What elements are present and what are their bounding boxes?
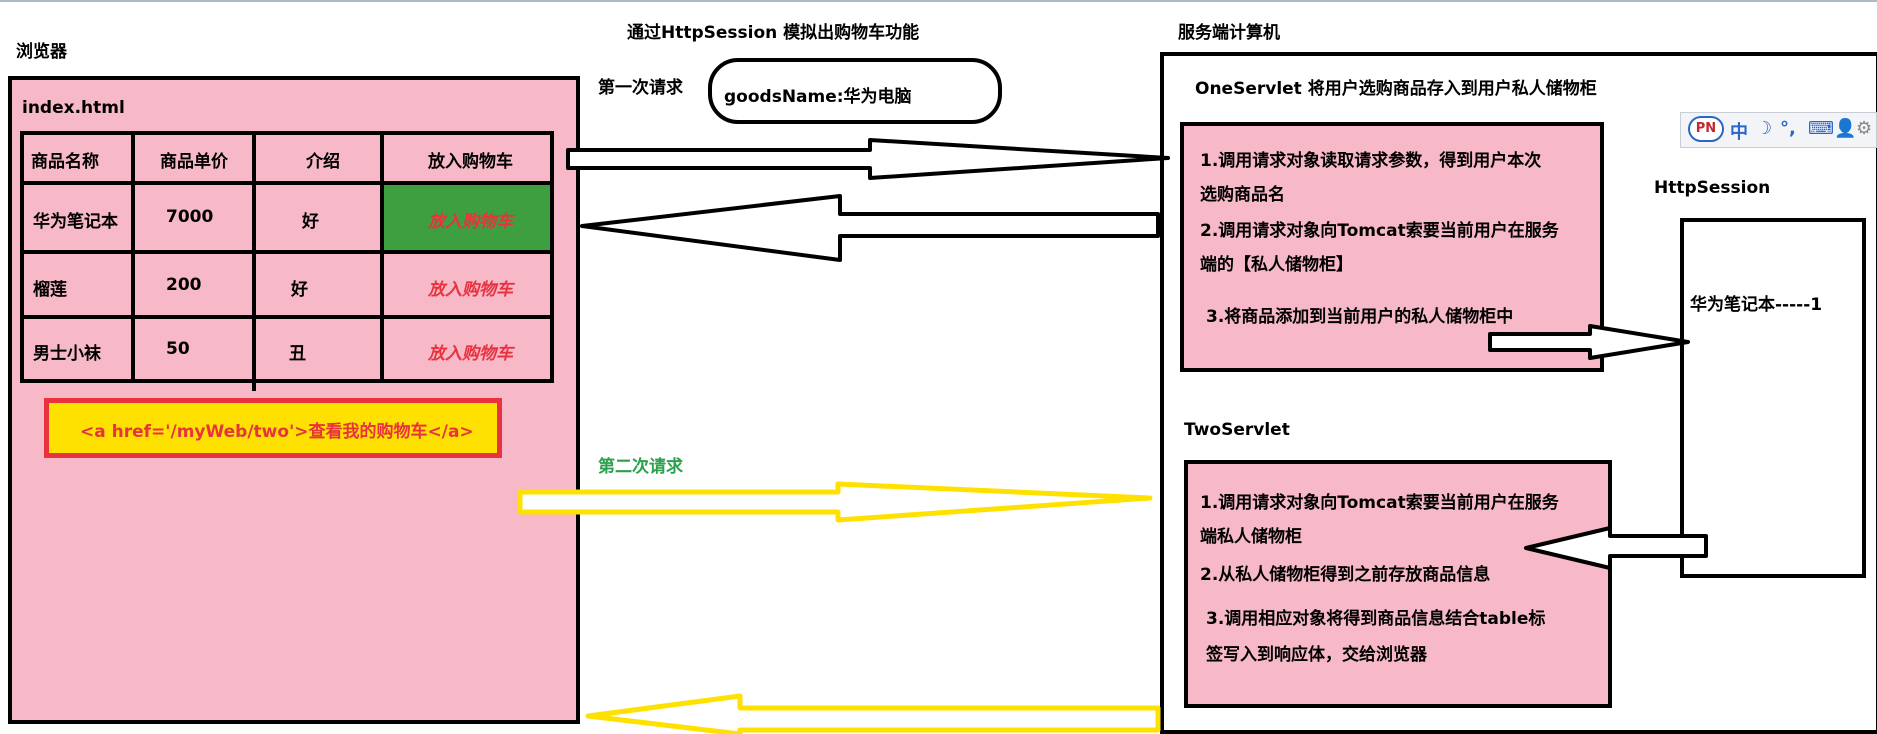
cell-price: 50 — [166, 339, 190, 359]
two-servlet-box — [1184, 460, 1612, 708]
one-servlet-box — [1180, 122, 1604, 372]
diagram-title: 通过HttpSession 模拟出购物车功能 — [627, 23, 920, 43]
add-to-cart-link[interactable]: 放入购物车 — [428, 212, 513, 232]
table-rule — [131, 131, 135, 383]
cell-intro: 好 — [302, 212, 319, 232]
product-table — [20, 131, 554, 383]
col-header-intro: 介绍 — [306, 152, 340, 172]
cell-price: 200 — [166, 275, 202, 295]
page-filename: index.html — [22, 98, 125, 118]
two-servlet-line: 1.调用请求对象向Tomcat索要当前用户在服务 — [1200, 493, 1559, 513]
table-rule — [20, 250, 554, 254]
session-box — [1680, 218, 1866, 578]
request-param-bubble — [708, 58, 1002, 124]
cell-product-name: 榴莲 — [33, 280, 67, 300]
arrow-fetch-session — [1524, 526, 1708, 570]
one-servlet-line: 2.调用请求对象向Tomcat索要当前用户在服务 — [1200, 221, 1559, 241]
table-rule — [252, 131, 256, 391]
one-servlet-line: 端的【私人储物柜】 — [1200, 255, 1353, 275]
ime-settings-icon[interactable]: ⚙ — [1856, 118, 1873, 139]
arrow-response-one — [580, 194, 1160, 262]
session-title: HttpSession — [1654, 178, 1771, 198]
two-servlet-line: 2.从私人储物柜得到之前存放商品信息 — [1200, 565, 1491, 585]
browser-label: 浏览器 — [16, 42, 67, 62]
view-cart-link-box[interactable] — [44, 398, 502, 458]
cell-product-name: 华为笔记本 — [33, 212, 118, 232]
ime-chinese-icon[interactable]: 中 — [1730, 122, 1748, 143]
col-header-cart: 放入购物车 — [428, 152, 513, 172]
arrow-request-two — [517, 481, 1153, 523]
cell-intro: 丑 — [289, 344, 306, 364]
add-to-cart-link[interactable]: 放入购物车 — [428, 280, 513, 300]
add-to-cart-link[interactable]: 放入购物车 — [428, 344, 513, 364]
two-servlet-line: 3.调用相应对象将得到商品信息结合table标 — [1206, 609, 1546, 629]
two-servlet-line: 签写入到响应体，交给浏览器 — [1206, 645, 1427, 665]
ime-moon-icon[interactable]: ☽ — [1756, 118, 1773, 139]
session-item: 华为笔记本-----1 — [1690, 295, 1823, 315]
col-header-price: 商品单价 — [160, 152, 228, 172]
ime-punctuation-icon[interactable]: °, — [1780, 118, 1796, 139]
cell-product-name: 男士小袜 — [33, 344, 101, 364]
table-rule — [20, 315, 554, 319]
one-servlet-line: 选购商品名 — [1200, 185, 1285, 205]
view-cart-link[interactable]: <a href='/myWeb/two'>查看我的购物车</a> — [80, 422, 474, 442]
cart-cell-highlight — [384, 185, 550, 250]
server-label: 服务端计算机 — [1178, 23, 1280, 43]
first-request-label: 第一次请求 — [598, 78, 683, 98]
table-rule — [380, 131, 384, 383]
arrow-request-one — [566, 138, 1170, 180]
col-header-name: 商品名称 — [31, 152, 99, 172]
cell-intro: 好 — [291, 280, 308, 300]
arrow-response-two — [585, 693, 1161, 734]
second-request-label: 第二次请求 — [598, 457, 683, 477]
ime-keyboard-icon[interactable]: ⌨ — [1808, 118, 1834, 139]
table-rule — [20, 181, 554, 185]
ime-logo-icon[interactable]: PN — [1688, 116, 1724, 142]
two-servlet-line: 端私人储物柜 — [1200, 527, 1302, 547]
request-param-text: goodsName:华为电脑 — [724, 87, 912, 107]
arrow-store-session — [1488, 324, 1690, 360]
one-servlet-title: OneServlet 将用户选购商品存入到用户私人储物柜 — [1195, 79, 1597, 99]
top-rule — [0, 0, 1877, 2]
one-servlet-line: 1.调用请求对象读取请求参数，得到用户本次 — [1200, 151, 1542, 171]
cell-price: 7000 — [166, 207, 214, 227]
two-servlet-title: TwoServlet — [1184, 420, 1290, 440]
one-servlet-line: 3.将商品添加到当前用户的私人储物柜中 — [1206, 307, 1514, 327]
ime-user-icon[interactable]: 👤 — [1834, 118, 1857, 139]
